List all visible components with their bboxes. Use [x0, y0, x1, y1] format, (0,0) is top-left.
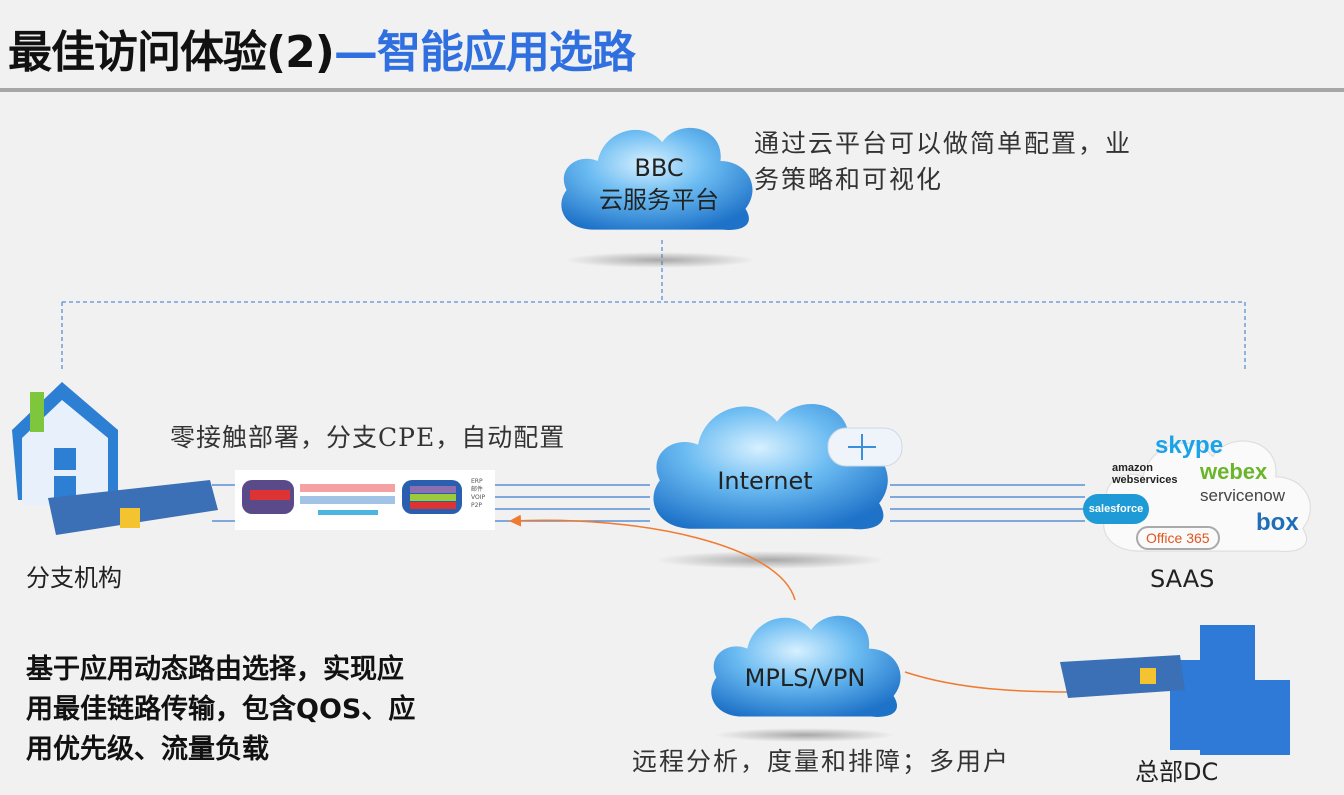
legend-erp: ERP	[471, 478, 483, 485]
box-logo: box	[1256, 509, 1299, 536]
internet-label: Internet	[717, 467, 813, 495]
mpls-label: MPLS/VPN	[744, 664, 866, 692]
summary-line-3: 用优先级、流量负载	[26, 734, 269, 765]
bbc-note-1: 通过云平台可以做简单配置，业	[754, 129, 1133, 158]
bbc-note-2: 务策略和可视化	[754, 165, 944, 194]
legend-voip: VOIP	[471, 494, 486, 501]
slide-title: 最佳访问体验(2)—智能应用选路	[8, 16, 636, 80]
hq-label: 总部DC	[1135, 758, 1219, 786]
office365-logo: Office 365	[1136, 526, 1220, 550]
bbc-label-1: BBC	[634, 154, 684, 182]
branch-house-icon	[12, 382, 118, 508]
summary-line-2: 用最佳链路传输，包含QOS、应	[26, 694, 416, 725]
summary-line-1: 基于应用动态路由选择，实现应	[26, 654, 404, 685]
bbc-note: 通过云平台可以做简单配置，业务策略和可视化	[754, 126, 1132, 198]
legend-mail: 邮件	[471, 486, 484, 493]
title-main: 最佳访问体验(2)	[8, 27, 335, 78]
salesforce-logo: salesforce	[1083, 494, 1149, 524]
skype-logo: skype	[1155, 432, 1224, 459]
webex-logo: webex	[1200, 459, 1268, 484]
summary-text: 基于应用动态路由选择，实现应用最佳链路传输，包含QOS、应用优先级、流量负载	[26, 650, 415, 770]
branch-label: 分支机构	[26, 564, 122, 592]
hq-appliance-icon	[1060, 655, 1185, 698]
saas-label: SAAS	[1150, 565, 1215, 593]
title-divider	[0, 88, 1344, 92]
servicenow-logo: servicenow	[1200, 486, 1286, 505]
hq-buildings-icon	[1170, 625, 1290, 755]
amazon-logo: amazon webservices	[1112, 462, 1178, 486]
mpls-path	[509, 514, 796, 601]
bbc-label-2: 云服务平台	[599, 186, 719, 214]
app-traffic-pipes	[242, 480, 462, 515]
legend-p2p: P2P	[471, 502, 483, 509]
branch-note: 零接触部署，分支CPE，自动配置	[170, 423, 566, 452]
bbc-label: BBC 云服务平台	[570, 152, 748, 216]
management-links	[61, 240, 1246, 372]
title-highlight: —智能应用选路	[333, 27, 636, 78]
mpls-note: 远程分析，度量和排障；多用户	[632, 747, 1011, 776]
branch-appliance-icon	[48, 480, 218, 535]
hq-link	[904, 671, 1079, 693]
